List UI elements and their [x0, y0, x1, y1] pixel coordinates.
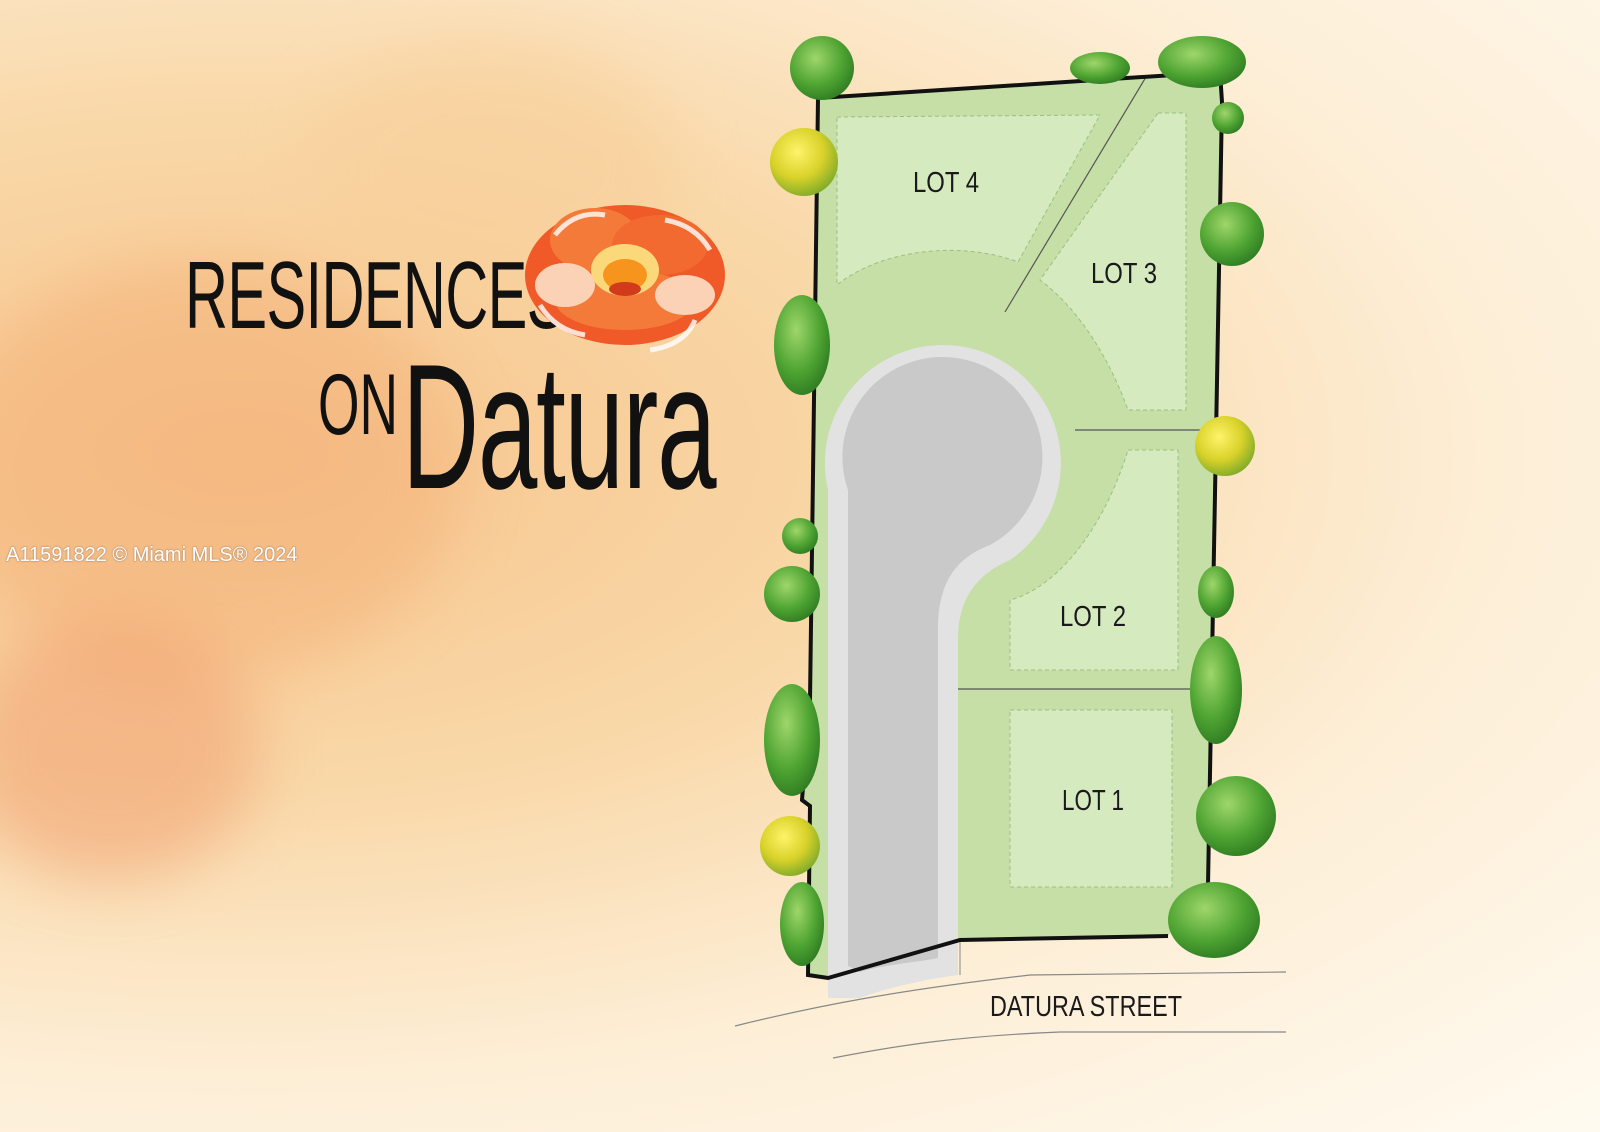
street-label: DATURA STREET [990, 991, 1182, 1023]
brand-title-line2: ON [318, 357, 398, 453]
lot-2-area [1009, 449, 1179, 671]
brand-title-line3: Datura [402, 327, 717, 526]
tree-icon [1195, 416, 1255, 476]
tree-icon [770, 128, 838, 196]
lot-3-label: LOT 3 [1091, 258, 1157, 290]
tree-icon [774, 295, 830, 395]
lot-4-label: LOT 4 [913, 167, 979, 199]
lot-1-area [1009, 709, 1173, 888]
tree-icon [790, 36, 854, 100]
lot-2-label: LOT 2 [1060, 601, 1126, 633]
tree-icon [780, 882, 824, 966]
tree-icon [1158, 36, 1246, 88]
background-blotch [0, 620, 260, 880]
lot-1-label: LOT 1 [1062, 785, 1124, 817]
lot-3-area [1039, 112, 1187, 411]
tree-icon [760, 816, 820, 876]
brand-title-line1: RESIDENCES [185, 242, 566, 349]
lot-4-area [836, 114, 1101, 287]
tree-icon [1200, 202, 1264, 266]
tree-icon [782, 518, 818, 554]
tree-icon [1212, 102, 1244, 134]
tree-icon [764, 684, 820, 796]
mls-watermark: A11591822 © Miami MLS® 2024 [6, 544, 298, 566]
datura-flower-icon [525, 205, 725, 353]
background-blotch [0, 260, 460, 680]
tree-icon [1190, 636, 1242, 744]
tree-icon [1196, 776, 1276, 856]
tree-icon [1070, 52, 1130, 84]
tree-icon [1198, 566, 1234, 618]
tree-icon [1168, 882, 1260, 958]
tree-icon [764, 566, 820, 622]
